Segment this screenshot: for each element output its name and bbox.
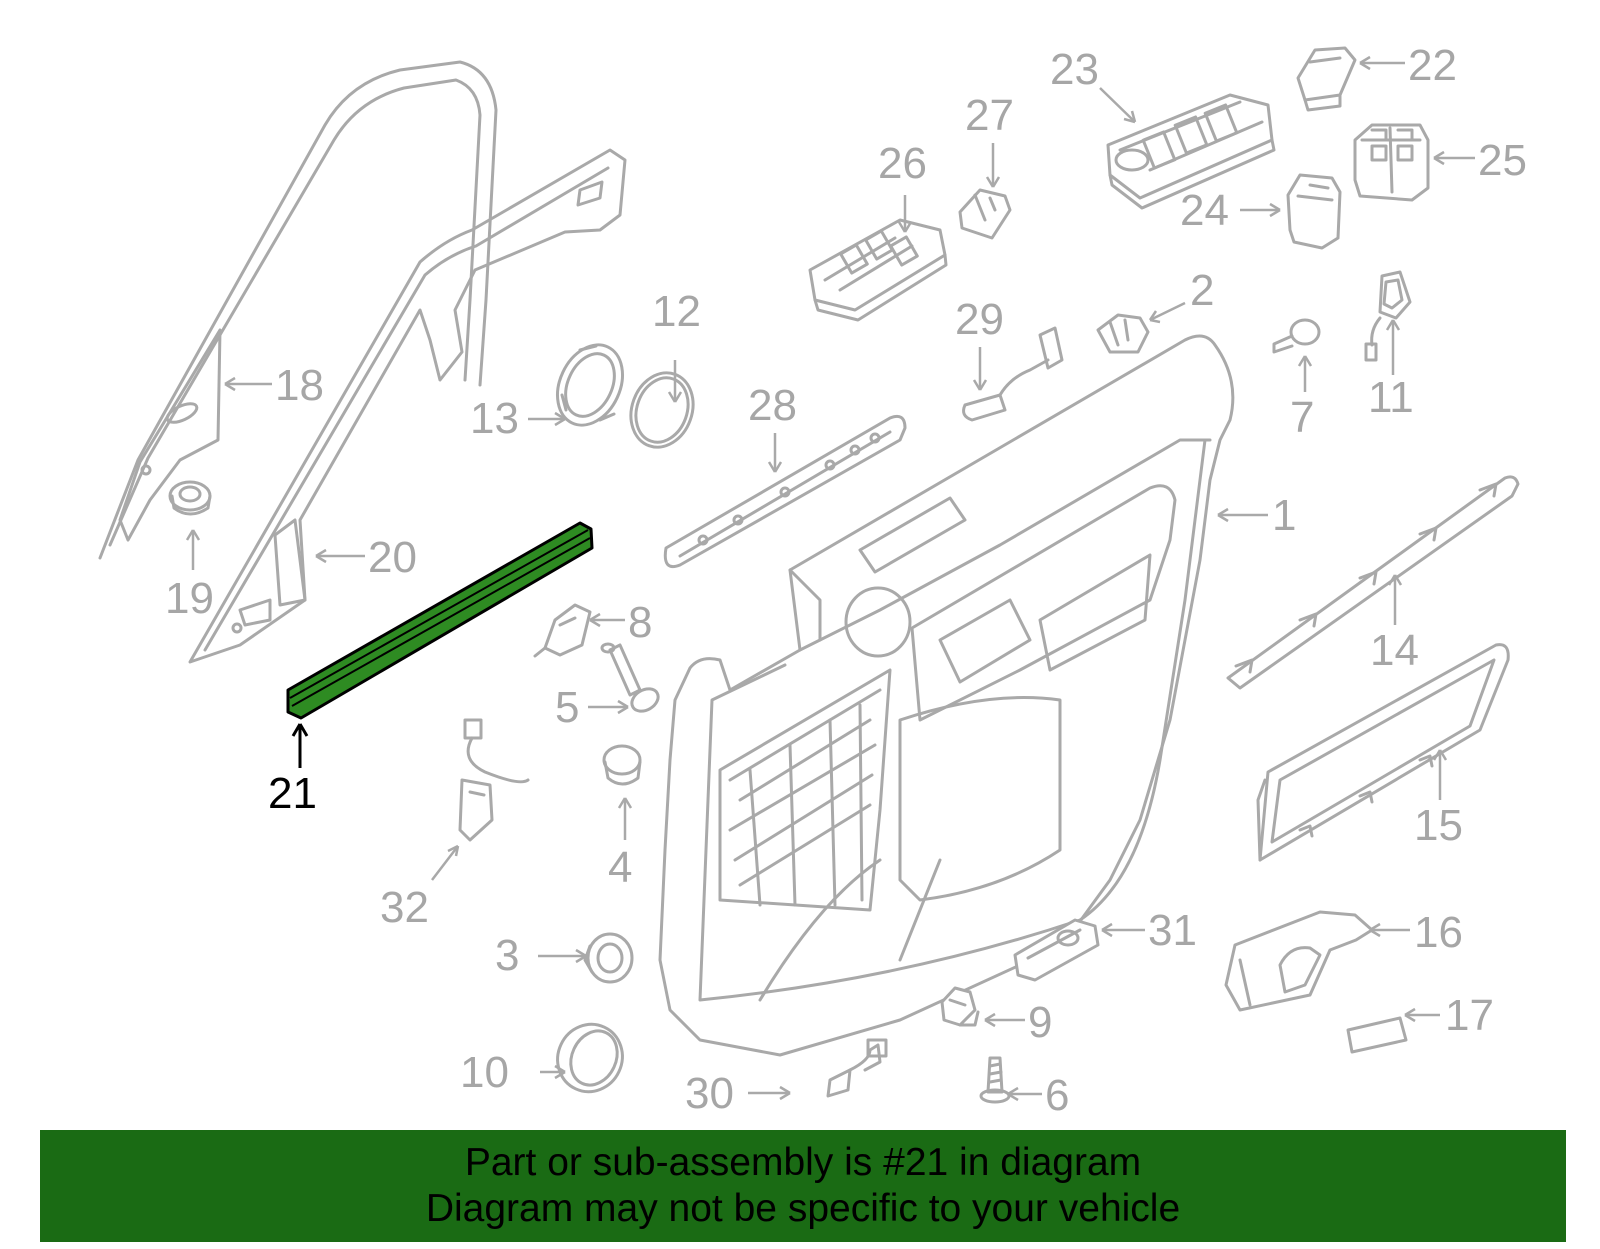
part-18-window-frame[interactable] <box>98 60 498 560</box>
part-17-escutcheon[interactable] <box>1346 1016 1408 1054</box>
callout-14: 14 <box>1370 626 1419 675</box>
callout-10: 10 <box>460 1048 509 1097</box>
callout-5: 5 <box>555 683 579 732</box>
part-22-switch[interactable] <box>1296 46 1357 112</box>
callout-30: 30 <box>685 1069 734 1118</box>
callout-17: 17 <box>1445 991 1494 1040</box>
callout-27: 27 <box>965 91 1014 140</box>
callout-13: 13 <box>470 394 519 443</box>
callout-26: 26 <box>878 139 927 188</box>
callout-31: 31 <box>1148 906 1197 955</box>
callout-4: 4 <box>608 843 632 892</box>
callout-9: 9 <box>1028 998 1052 1047</box>
part-10-seal[interactable] <box>547 1014 634 1103</box>
callout-6: 6 <box>1045 1071 1069 1120</box>
callout-1: 1 <box>1272 491 1296 540</box>
part-6-screw[interactable] <box>979 1056 1011 1104</box>
part-28-trim-strip[interactable] <box>663 414 907 569</box>
part-24-switch[interactable] <box>1286 173 1342 250</box>
callout-2: 2 <box>1190 266 1214 315</box>
callout-23: 23 <box>1050 45 1099 94</box>
part-7-screw[interactable] <box>1272 318 1321 354</box>
part-20-window-channel[interactable] <box>188 148 627 664</box>
callout-18: 18 <box>275 361 324 410</box>
part-29-handle-cable[interactable] <box>962 326 1064 422</box>
callout-25: 25 <box>1478 136 1527 185</box>
part-16-door-handle[interactable] <box>1224 910 1374 1012</box>
callout-labels: 1 2 3 4 5 6 7 8 9 10 11 12 13 14 15 16 1… <box>165 41 1527 1120</box>
banner-line-1: Part or sub-assembly is #21 in diagram <box>464 1141 1142 1184</box>
part-11-handle-release[interactable] <box>1364 270 1412 362</box>
callout-3: 3 <box>495 931 519 980</box>
info-banner: Part or sub-assembly is #21 in diagram D… <box>40 1130 1566 1242</box>
part-12-seal-ring[interactable] <box>621 364 703 456</box>
part-19-grommet[interactable] <box>168 480 212 516</box>
part-25-switch-block[interactable] <box>1353 123 1430 202</box>
callout-22: 22 <box>1408 41 1457 90</box>
part-14-upper-trim[interactable] <box>1226 475 1520 690</box>
callout-32: 32 <box>380 883 429 932</box>
callout-28: 28 <box>748 381 797 430</box>
callout-15: 15 <box>1414 801 1463 850</box>
part-5-bolt[interactable] <box>600 642 662 716</box>
part-15-armrest-trim[interactable] <box>1256 643 1510 862</box>
callout-8: 8 <box>628 598 652 647</box>
callout-7: 7 <box>1290 393 1314 442</box>
callout-29: 29 <box>955 295 1004 344</box>
part-30-harness[interactable] <box>826 1038 888 1098</box>
part-32-wiring-pigtail[interactable] <box>458 718 530 842</box>
part-21-belt-moulding[interactable] <box>286 521 594 720</box>
part-8-bracket[interactable] <box>533 603 592 658</box>
callout-21: 21 <box>268 769 317 818</box>
callout-12: 12 <box>652 287 701 336</box>
leader-lines <box>185 55 1475 1102</box>
part-2-bracket[interactable] <box>1096 313 1150 354</box>
part-23-master-switch[interactable] <box>1106 93 1276 210</box>
part-9-clip[interactable] <box>940 986 980 1027</box>
part-26-window-switch[interactable] <box>808 218 948 322</box>
banner-line-2: Diagram may not be specific to your vehi… <box>425 1187 1181 1230</box>
parts-diagram: 1 2 3 4 5 6 7 8 9 10 11 12 13 14 15 16 1… <box>98 41 1527 1120</box>
part-3-push-clip[interactable] <box>583 932 634 984</box>
part-13-speaker-ring[interactable] <box>545 334 635 435</box>
callout-20: 20 <box>368 533 417 582</box>
callout-16: 16 <box>1414 908 1463 957</box>
callout-24: 24 <box>1180 186 1229 235</box>
part-4-grommet[interactable] <box>602 744 642 786</box>
part-27-clip[interactable] <box>958 188 1012 240</box>
part-1-door-panel[interactable] <box>658 334 1235 1057</box>
callout-19: 19 <box>165 574 214 623</box>
callout-11: 11 <box>1368 373 1414 422</box>
part-31-courtesy-lamp[interactable] <box>1013 918 1100 982</box>
